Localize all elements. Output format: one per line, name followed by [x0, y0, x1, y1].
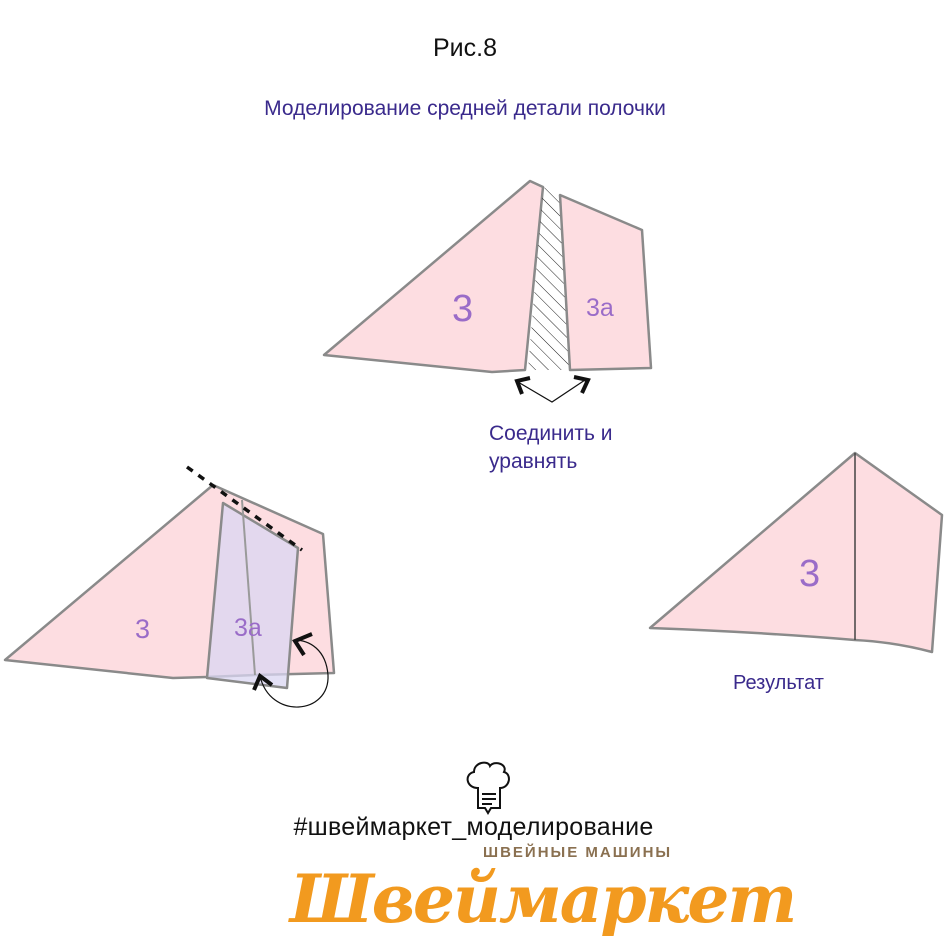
overlap-diagram: [3, 465, 336, 708]
piece-3: [322, 179, 545, 374]
chef-hat-icon: [466, 761, 510, 815]
piece-label-3a: 3а: [586, 294, 614, 322]
top-diagram: [322, 179, 653, 403]
brand-tagline: ШВЕЙНЫЕ МАШИНЫ: [483, 844, 673, 861]
join-arrows-icon: [514, 375, 591, 403]
rotate-arrow-icon: [252, 632, 329, 708]
piece-3a: [558, 193, 653, 372]
figure-subtitle: Моделирование средней детали полочки: [264, 97, 666, 120]
alignment-dashed-line: [185, 465, 304, 552]
figure-title: Рис.8: [433, 34, 497, 62]
result-label: Результат: [733, 672, 824, 694]
hatched-wedge: [528, 187, 570, 370]
piece-3a-rotated: [205, 501, 300, 690]
piece-label-3a-overlap: 3а: [234, 614, 262, 642]
piece-3-result: [648, 451, 944, 654]
join-instruction-line1: Соединить и: [489, 422, 613, 445]
join-instruction: Соединить и уравнять: [489, 420, 613, 476]
piece-label-3-result: 3: [799, 553, 821, 595]
hashtag: #швеймаркет_моделирование: [293, 813, 654, 841]
original-seam-line: [241, 499, 256, 676]
result-diagram: [648, 451, 944, 654]
brand-logo: Швеймаркет: [290, 860, 797, 938]
piece-label-3: 3: [452, 288, 474, 330]
join-instruction-line2: уравнять: [489, 450, 578, 473]
piece-label-3-overlap: 3: [135, 614, 151, 644]
